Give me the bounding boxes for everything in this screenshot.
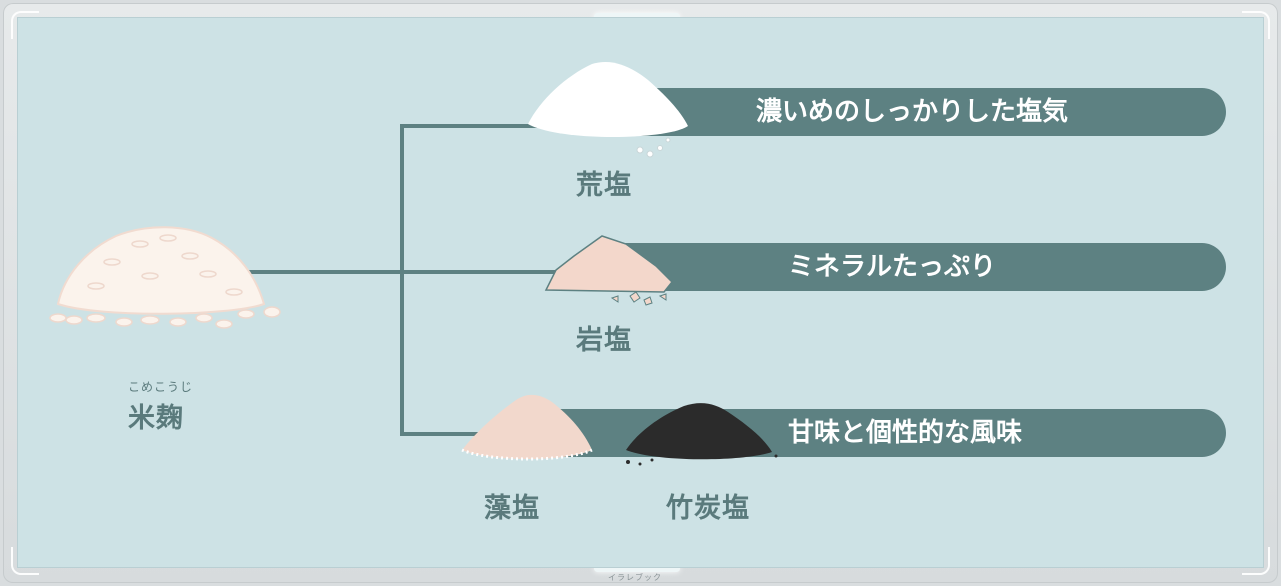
seaweed-salt-label: 藻塩: [484, 493, 540, 524]
rock-salt-label: 岩塩: [576, 325, 632, 356]
credit-text: イラレブック: [608, 573, 662, 582]
seaweed-salt-pile-illustration: [461, 394, 593, 461]
bamboo-charcoal-salt-label: 竹炭塩: [666, 493, 750, 524]
frame-corner-bottom-left: [11, 547, 39, 575]
rice-koji-pile-illustration: [49, 226, 281, 329]
description-3: 甘味と個性的な風味: [788, 418, 1023, 448]
frame-corner-top-left: [11, 11, 39, 39]
description-2: ミネラルたっぷり: [788, 252, 997, 282]
rock-salt-pile-illustration: [544, 235, 674, 306]
description-pill-2: ミネラルたっぷり: [580, 243, 1226, 291]
rice-koji-ruby: こめこうじ: [128, 380, 194, 394]
coarse-salt-label: 荒塩: [576, 170, 632, 201]
description-1: 濃いめのしっかりした塩気: [756, 97, 1069, 127]
frame-corner-bottom-right: [1242, 547, 1270, 575]
frame-tab-bottom: [594, 565, 680, 572]
frame-corner-top-right: [1242, 11, 1270, 39]
description-pill-1: 濃いめのしっかりした塩気: [612, 88, 1226, 136]
bamboo-charcoal-salt-pile-illustration: [626, 403, 778, 466]
coarse-salt-pile-illustration: [528, 61, 688, 158]
frame-tab-top: [594, 13, 680, 20]
rice-koji-label: 米麹: [128, 403, 184, 434]
